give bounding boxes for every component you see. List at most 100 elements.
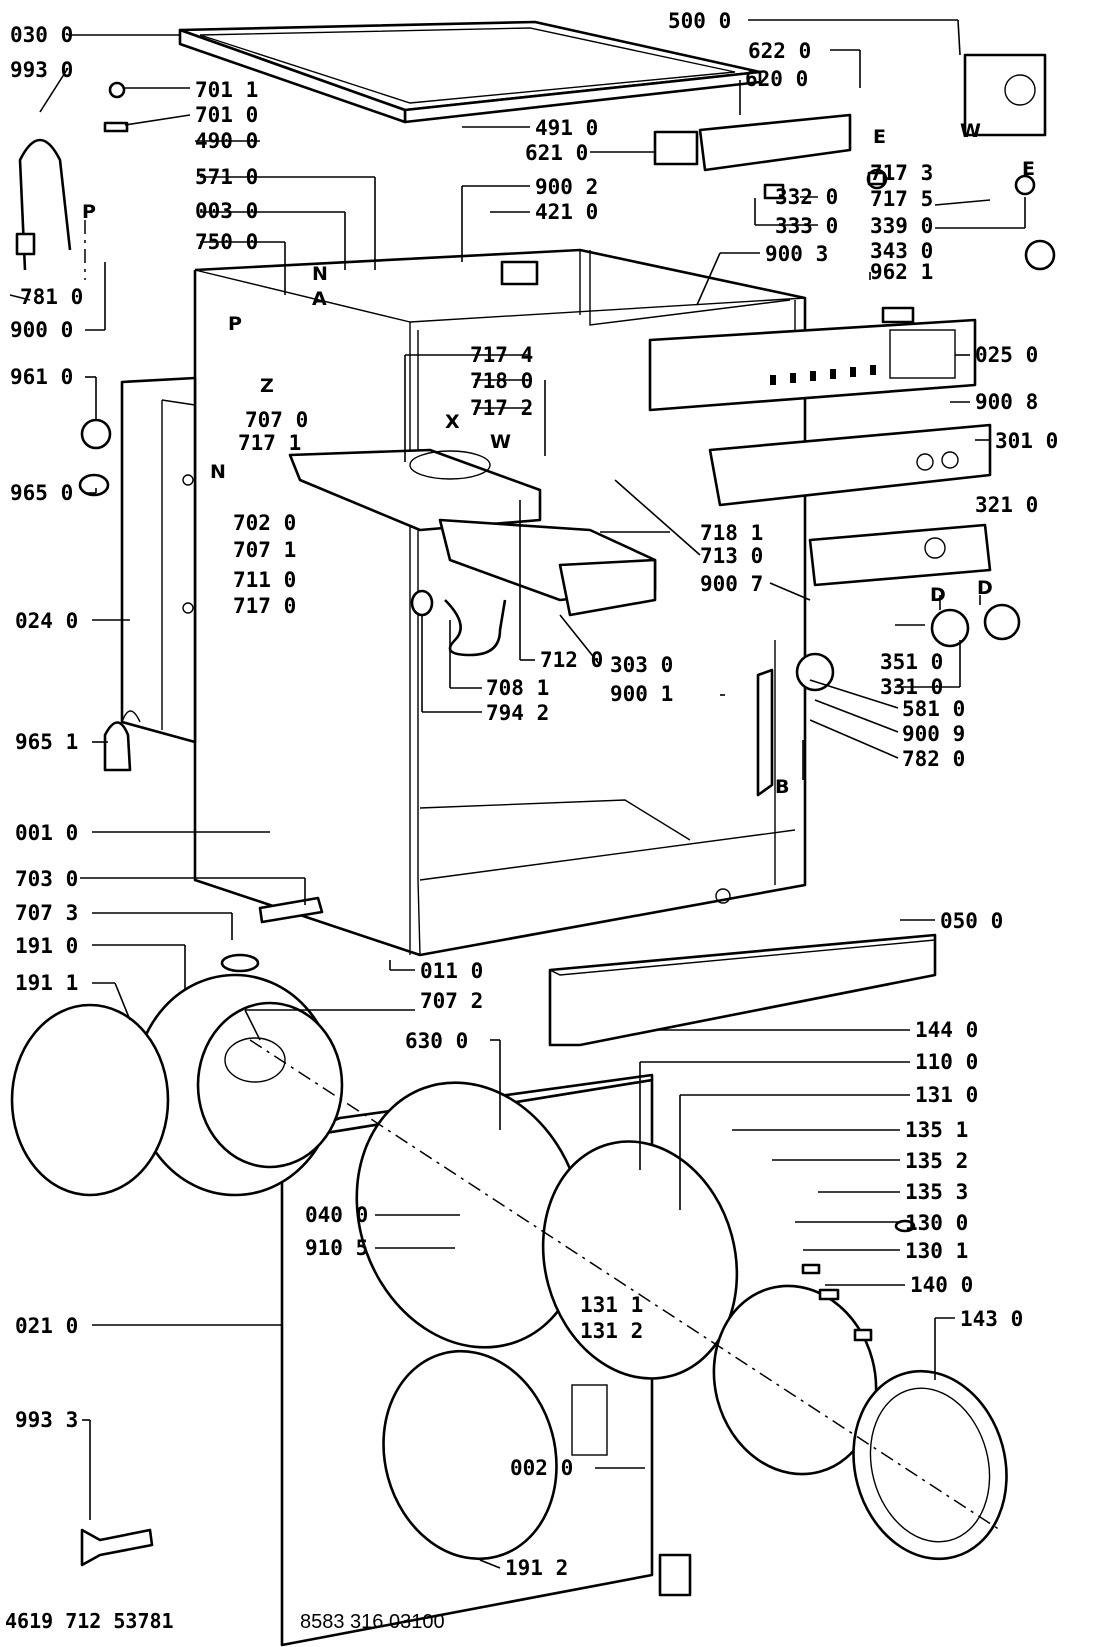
callout-011-0: 011 0 <box>420 959 483 983</box>
callout-962-1: 962 1 <box>870 260 933 284</box>
callout-702-0: 702 0 <box>233 511 296 535</box>
letter-d-2: D <box>977 577 993 599</box>
letter-d-1: D <box>930 584 946 606</box>
callout-143-0: 143 0 <box>960 1307 1023 1331</box>
letter-p-2: P <box>228 313 242 335</box>
callout-910-5: 910 5 <box>305 1236 368 1260</box>
letter-b: B <box>775 776 789 798</box>
part-lower-seal <box>382 1349 558 1561</box>
part-fascia <box>708 423 992 507</box>
callout-130-1: 130 1 <box>905 1239 968 1263</box>
callout-713-0: 713 0 <box>700 544 763 568</box>
callout-701-0: 701 0 <box>195 103 258 127</box>
callout-703-0: 703 0 <box>15 867 78 891</box>
callout-332-0: 332 0 <box>775 185 838 209</box>
callout-993-0: 993 0 <box>10 58 73 82</box>
callout-620-0: 620 0 <box>745 67 808 91</box>
callout-900-2: 900 2 <box>535 175 598 199</box>
part-panel-label <box>808 523 992 587</box>
callout-339-0: 339 0 <box>870 214 933 238</box>
callout-131-0: 131 0 <box>915 1083 978 1107</box>
letter-n-1: N <box>312 263 328 285</box>
callout-021-0: 021 0 <box>15 1314 78 1338</box>
callout-191-2: 191 2 <box>505 1556 568 1580</box>
letter-e-2: E <box>1022 158 1035 180</box>
callout-708-1: 708 1 <box>486 676 549 700</box>
callout-711-0: 711 0 <box>233 568 296 592</box>
part-top-lid <box>178 20 762 124</box>
callout-135-3: 135 3 <box>905 1180 968 1204</box>
callout-024-0: 024 0 <box>15 609 78 633</box>
footer-left-code: 4619 712 53781 <box>5 1609 174 1633</box>
callout-701-1: 701 1 <box>195 78 258 102</box>
callout-717-1: 717 1 <box>238 431 301 455</box>
callout-900-7: 900 7 <box>700 572 763 596</box>
callout-961-0: 961 0 <box>10 365 73 389</box>
footer-right-code: 8583 316 03100 <box>300 1611 445 1633</box>
letter-markers: P P N A Z N X W W E E D D B <box>82 120 1035 798</box>
callout-718-0: 718 0 <box>470 369 533 393</box>
callout-750-0: 750 0 <box>195 230 258 254</box>
callout-040-0: 040 0 <box>305 1203 368 1227</box>
part-door <box>541 1140 1008 1561</box>
part-programmer <box>963 53 1047 137</box>
callout-500-0: 500 0 <box>668 9 731 33</box>
part-small-items <box>500 168 916 1597</box>
callout-131-2: 131 2 <box>580 1319 643 1343</box>
callout-965-0: 965 0 <box>10 481 73 505</box>
callout-050-0: 050 0 <box>940 909 1003 933</box>
callout-900-1: 900 1 <box>610 682 673 706</box>
callout-351-0: 351 0 <box>880 650 943 674</box>
letter-n-2: N <box>210 461 226 483</box>
callout-130-0: 130 0 <box>905 1211 968 1235</box>
callout-717-0: 717 0 <box>233 594 296 618</box>
footer: 4619 712 53781 8583 316 03100 <box>5 1609 445 1633</box>
callout-900-9: 900 9 <box>902 722 965 746</box>
letter-x: X <box>445 411 460 433</box>
callout-900-8: 900 8 <box>975 390 1038 414</box>
callout-030-0: 030 0 <box>10 23 73 47</box>
letter-e-1: E <box>873 126 886 148</box>
callout-622-0: 622 0 <box>748 39 811 63</box>
callout-717-5: 717 5 <box>870 187 933 211</box>
leader-lines <box>9 19 1026 1569</box>
callout-717-4: 717 4 <box>470 343 533 367</box>
letter-p-1: P <box>82 201 96 223</box>
letter-z: Z <box>260 375 274 397</box>
callout-707-3: 707 3 <box>15 901 78 925</box>
callout-191-1: 191 1 <box>15 971 78 995</box>
callout-900-3: 900 3 <box>765 242 828 266</box>
callout-965-1: 965 1 <box>15 730 78 754</box>
callout-301-0: 301 0 <box>995 429 1058 453</box>
callout-782-0: 782 0 <box>902 747 965 771</box>
callout-718-1: 718 1 <box>700 521 763 545</box>
callout-140-0: 140 0 <box>910 1273 973 1297</box>
callout-717-2: 717 2 <box>470 396 533 420</box>
callout-707-1: 707 1 <box>233 538 296 562</box>
callout-191-0: 191 0 <box>15 934 78 958</box>
callout-707-2: 707 2 <box>420 989 483 1013</box>
axis-lines <box>84 220 1001 1531</box>
part-side-panel <box>120 376 197 744</box>
callout-333-0: 333 0 <box>775 214 838 238</box>
part-pressure-switch <box>795 652 835 692</box>
callout-421-0: 421 0 <box>535 200 598 224</box>
callout-135-2: 135 2 <box>905 1149 968 1173</box>
callout-343-0: 343 0 <box>870 239 933 263</box>
letter-w-1: W <box>490 431 511 453</box>
callout-794-2: 794 2 <box>486 701 549 725</box>
callout-003-0: 003 0 <box>195 199 258 223</box>
callout-135-1: 135 1 <box>905 1118 968 1142</box>
callout-900-0: 900 0 <box>10 318 73 342</box>
part-dispenser-assembly <box>288 448 657 657</box>
callout-571-0: 571 0 <box>195 165 258 189</box>
part-knobs <box>930 174 1056 648</box>
letter-w-2: W <box>960 120 981 142</box>
part-switch-block <box>653 113 852 172</box>
callout-001-0: 001 0 <box>15 821 78 845</box>
callout-144-0: 144 0 <box>915 1018 978 1042</box>
part-kickplate <box>548 933 937 1047</box>
callout-993-3: 993 3 <box>15 1408 78 1432</box>
callout-131-1: 131 1 <box>580 1293 643 1317</box>
